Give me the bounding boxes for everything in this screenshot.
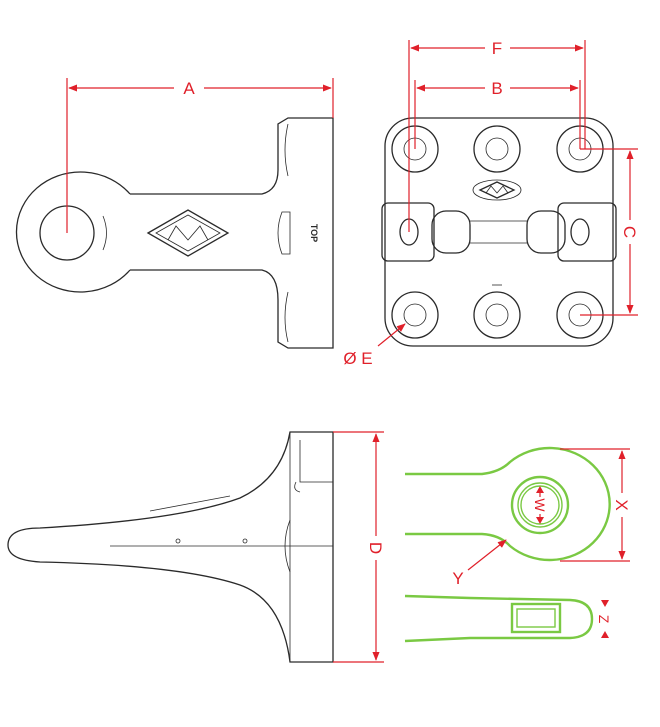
- dimension-d: D: [333, 431, 385, 663]
- label-d: D: [366, 542, 385, 554]
- dimension-b: B: [414, 79, 581, 149]
- label-y: Y: [452, 569, 463, 588]
- dimension-y: Y: [452, 539, 507, 588]
- dimension-z: Z: [596, 600, 612, 638]
- diamond-logo: [146, 209, 230, 257]
- label-x: X: [612, 499, 631, 510]
- label-b: B: [491, 79, 502, 98]
- dimension-c: C: [580, 148, 639, 316]
- dimension-a: A: [66, 78, 334, 233]
- side-view-eye: TOP: [15, 117, 334, 349]
- label-f: F: [492, 39, 502, 58]
- edge-view: [404, 594, 594, 643]
- dimension-f: F: [408, 39, 586, 232]
- label-a: A: [183, 79, 195, 98]
- dimension-w: W: [532, 486, 548, 524]
- label-z: Z: [596, 615, 612, 624]
- dimension-x: X: [560, 448, 631, 562]
- label-w: W: [532, 498, 548, 512]
- eye-detail-view: [405, 446, 611, 562]
- dimension-e: Ø E: [343, 323, 406, 368]
- plate-logo: [472, 179, 522, 201]
- label-e: Ø E: [343, 349, 372, 368]
- side-profile-view: [7, 431, 334, 663]
- top-stamp: TOP: [309, 224, 319, 242]
- plate-front-view: [381, 117, 617, 347]
- label-c: C: [620, 226, 639, 238]
